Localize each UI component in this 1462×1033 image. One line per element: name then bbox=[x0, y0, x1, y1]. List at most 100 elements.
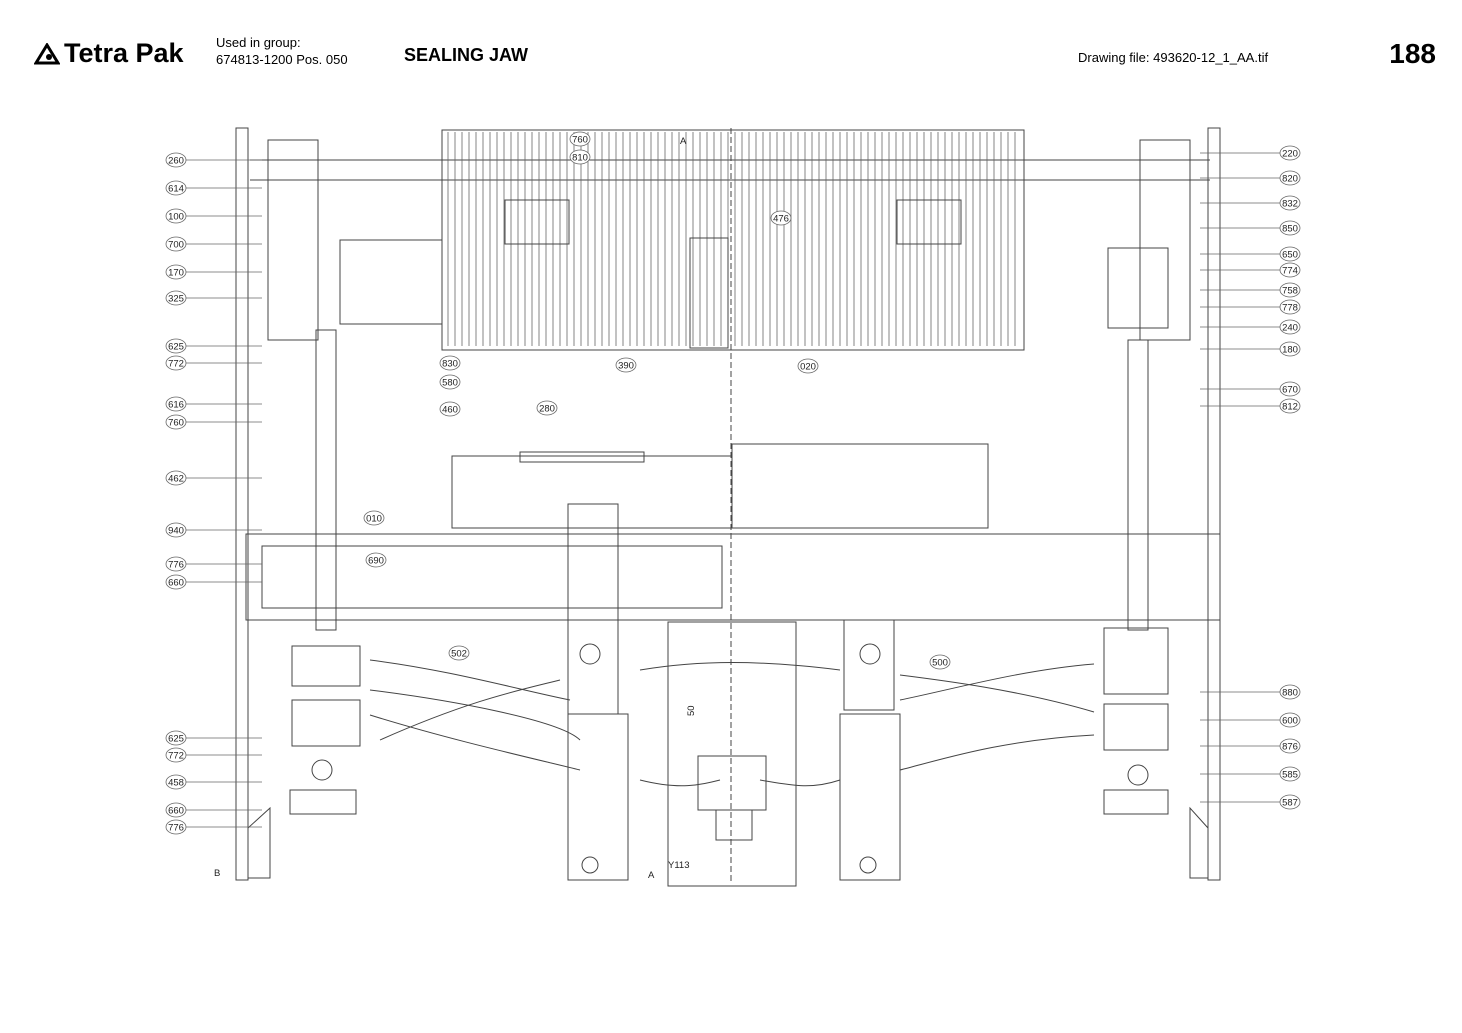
callout-left-1-bubble bbox=[165, 180, 187, 196]
callout-right-4: 650 bbox=[1282, 250, 1298, 261]
callout-left-7: 772 bbox=[168, 359, 184, 370]
callout-left-18: 776 bbox=[168, 823, 184, 834]
callout-center-7: 390 bbox=[618, 361, 634, 372]
section-a-top-label: A bbox=[680, 136, 687, 147]
page-number: 188 bbox=[1389, 38, 1436, 69]
callout-left-15-bubble bbox=[165, 747, 187, 763]
callout-left-1: 614 bbox=[168, 184, 184, 195]
callout-right-7-bubble bbox=[1279, 299, 1301, 315]
section-a-bottom-label: A bbox=[648, 870, 655, 881]
callout-right-16: 587 bbox=[1282, 798, 1298, 809]
callout-center-10: 690 bbox=[368, 556, 384, 567]
callout-left-12: 776 bbox=[168, 560, 184, 571]
drawing-file: Drawing file: 493620-12_1_AA.tif bbox=[1078, 50, 1268, 65]
callout-center-6: 280 bbox=[539, 404, 555, 415]
callout-right-11-bubble bbox=[1279, 398, 1301, 414]
callout-right-4-bubble bbox=[1279, 246, 1301, 262]
drawing-file-value: 493620-12_1_AA.tif bbox=[1153, 50, 1269, 65]
callout-center-9-bubble bbox=[363, 510, 385, 526]
callout-right-8: 240 bbox=[1282, 323, 1298, 334]
callout-right-16-bubble bbox=[1279, 794, 1301, 810]
callout-left-7-bubble bbox=[165, 355, 187, 371]
callout-left-3: 700 bbox=[168, 240, 184, 251]
valve-label: Y113 bbox=[668, 860, 689, 871]
callout-left-10-bubble bbox=[165, 470, 187, 486]
callout-right-8-bubble bbox=[1279, 319, 1301, 335]
callout-right-15-bubble bbox=[1279, 766, 1301, 782]
callout-center-12: 500 bbox=[932, 658, 948, 669]
callout-left-4-bubble bbox=[165, 264, 187, 280]
callout-left-12-bubble bbox=[165, 556, 187, 572]
callout-center-1: 810 bbox=[572, 153, 588, 164]
callout-left-11: 940 bbox=[168, 526, 184, 537]
callout-right-12-bubble bbox=[1279, 684, 1301, 700]
callout-center-0: 760 bbox=[572, 135, 588, 146]
callout-center-5-bubble bbox=[439, 401, 461, 417]
callout-left-10: 462 bbox=[168, 474, 184, 485]
drawing-lines bbox=[235, 127, 1221, 887]
callout-center-0-bubble bbox=[569, 131, 591, 147]
callout-center-7-bubble bbox=[615, 357, 637, 373]
callout-center-8-bubble bbox=[797, 358, 819, 374]
callout-right-0: 220 bbox=[1282, 149, 1298, 160]
callout-center-4: 580 bbox=[442, 378, 458, 389]
callout-center-3: 830 bbox=[442, 359, 458, 370]
callout-left-15: 772 bbox=[168, 751, 184, 762]
tetra-pak-logo-icon bbox=[34, 42, 60, 64]
brand-logo: Tetra Pak bbox=[34, 38, 184, 69]
callout-center-2: 476 bbox=[773, 214, 789, 225]
callout-left-13-bubble bbox=[165, 574, 187, 590]
callout-center-1-bubble bbox=[569, 149, 591, 165]
callout-left-9-bubble bbox=[165, 414, 187, 430]
callout-left-17: 660 bbox=[168, 806, 184, 817]
callout-right-3-bubble bbox=[1279, 220, 1301, 236]
callout-right-9: 180 bbox=[1282, 345, 1298, 356]
callout-right-15: 585 bbox=[1282, 770, 1298, 781]
callout-center-2-bubble bbox=[770, 210, 792, 226]
callout-right-5-bubble bbox=[1279, 262, 1301, 278]
callout-left-6: 625 bbox=[168, 342, 184, 353]
callout-left-18-bubble bbox=[165, 819, 187, 835]
page-title: SEALING JAW bbox=[404, 45, 529, 65]
callout-left-14-bubble bbox=[165, 730, 187, 746]
callout-right-10: 670 bbox=[1282, 385, 1298, 396]
callout-left-0: 260 bbox=[168, 156, 184, 167]
callout-left-9: 760 bbox=[168, 418, 184, 429]
callout-right-6-bubble bbox=[1279, 282, 1301, 298]
callout-right-13-bubble bbox=[1279, 712, 1301, 728]
callout-center-12-bubble bbox=[929, 654, 951, 670]
callout-right-7: 778 bbox=[1282, 303, 1298, 314]
callout-left-8-bubble bbox=[165, 396, 187, 412]
section-b-label: B bbox=[214, 868, 220, 879]
callout-left-3-bubble bbox=[165, 236, 187, 252]
callout-right-5: 774 bbox=[1282, 266, 1298, 277]
callout-center-11-bubble bbox=[448, 645, 470, 661]
dimension-label: 50 bbox=[686, 705, 697, 716]
callout-center-5: 460 bbox=[442, 405, 458, 416]
group-value: 674813-1200 Pos. 050 bbox=[216, 52, 348, 67]
callout-center-10-bubble bbox=[365, 552, 387, 568]
callout-right-10-bubble bbox=[1279, 381, 1301, 397]
callout-right-2: 832 bbox=[1282, 199, 1298, 210]
callout-left-16: 458 bbox=[168, 778, 184, 789]
callout-center-9: 010 bbox=[366, 514, 382, 525]
callout-left-5: 325 bbox=[168, 294, 184, 305]
brand-name: Tetra Pak bbox=[64, 38, 184, 68]
callout-right-0-bubble bbox=[1279, 145, 1301, 161]
callout-left-0-bubble bbox=[165, 152, 187, 168]
callout-left-5-bubble bbox=[165, 290, 187, 306]
callout-left-4: 170 bbox=[168, 268, 184, 279]
callout-right-12: 880 bbox=[1282, 688, 1298, 699]
callout-left-2-bubble bbox=[165, 208, 187, 224]
callout-labels: 2606141007001703256257726167604629407766… bbox=[165, 131, 1301, 835]
callout-center-6-bubble bbox=[536, 400, 558, 416]
callout-right-14: 876 bbox=[1282, 742, 1298, 753]
callout-center-4-bubble bbox=[439, 374, 461, 390]
callout-center-11: 502 bbox=[451, 649, 467, 660]
callout-right-9-bubble bbox=[1279, 341, 1301, 357]
callout-left-11-bubble bbox=[165, 522, 187, 538]
callout-right-3: 850 bbox=[1282, 224, 1298, 235]
callout-right-2-bubble bbox=[1279, 195, 1301, 211]
callout-left-16-bubble bbox=[165, 774, 187, 790]
callout-right-11: 812 bbox=[1282, 402, 1298, 413]
